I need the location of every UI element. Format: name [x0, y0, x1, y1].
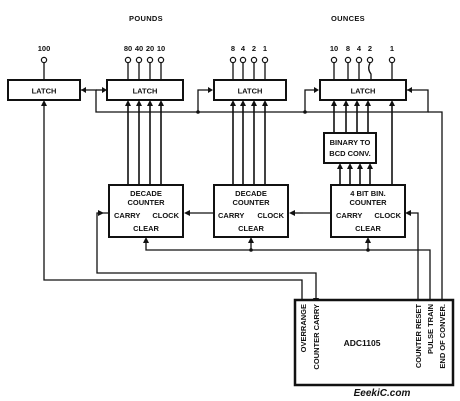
pulse-train-line — [405, 210, 419, 300]
adc1105-label: ADC1105 — [344, 338, 381, 348]
adc-pin-pulse-train: PULSE TRAIN — [426, 304, 435, 354]
output-label-20: 20 — [146, 44, 154, 53]
adc-pin-counter-carry: COUNTER CARRY — [312, 304, 321, 370]
watermark: EeekiC.com — [354, 388, 411, 399]
binary-to-bcd-line1: BINARY TO — [330, 138, 371, 147]
svg-text:CLOCK: CLOCK — [374, 211, 401, 220]
svg-text:CLEAR: CLEAR — [355, 224, 381, 233]
svg-text:CARRY: CARRY — [336, 211, 362, 220]
svg-text:COUNTER: COUNTER — [232, 198, 270, 207]
decade-counter-units: DECADE COUNTER CARRY CLOCK CLEAR — [213, 184, 289, 238]
output-label-2-lb: 2 — [252, 44, 256, 53]
output-label-4-oz: 4 — [357, 44, 362, 53]
end-of-conversion-line — [428, 111, 443, 300]
output-label-8-lb: 8 — [231, 44, 235, 53]
output-label-2-oz: 2 — [368, 44, 372, 53]
data-bus-lines — [125, 100, 395, 185]
latch-enable-line — [81, 87, 429, 114]
adc-pin-end-of-conversion: END OF CONVER. — [438, 304, 447, 369]
svg-text:CLEAR: CLEAR — [133, 224, 159, 233]
svg-text:CARRY: CARRY — [114, 211, 140, 220]
svg-text:COUNTER: COUNTER — [349, 198, 387, 207]
svg-text:COUNTER: COUNTER — [127, 198, 165, 207]
output-label-1-lb: 1 — [263, 44, 267, 53]
decade-counter-tens: DECADE COUNTER CARRY CLOCK CLEAR — [108, 184, 184, 238]
svg-text:CLOCK: CLOCK — [257, 211, 284, 220]
output-label-40: 40 — [135, 44, 143, 53]
output-label-80: 80 — [124, 44, 132, 53]
binary-to-bcd-line2: BCD CONV. — [329, 149, 370, 158]
output-label-4-lb: 4 — [241, 44, 246, 53]
adc-pin-overrange: OVERRANGE — [299, 304, 308, 352]
clear-line — [143, 237, 431, 300]
svg-text:CLEAR: CLEAR — [238, 224, 264, 233]
output-label-100: 100 — [38, 44, 51, 53]
latch-overrange-label: LATCH — [32, 87, 57, 96]
pounds-header: POUNDS — [129, 14, 163, 23]
adc1105-block — [293, 298, 455, 387]
output-label-10: 10 — [157, 44, 165, 53]
output-label-8-oz: 8 — [346, 44, 350, 53]
adc-pin-counter-reset: COUNTER RESET — [414, 304, 423, 369]
svg-text:CLOCK: CLOCK — [152, 211, 179, 220]
overrange-line — [41, 100, 303, 300]
four-bit-binary-counter: 4 BIT BIN. COUNTER CARRY CLOCK CLEAR — [330, 184, 406, 238]
latch-pounds-units-label: LATCH — [238, 87, 263, 96]
svg-text:DECADE: DECADE — [235, 189, 267, 198]
output-label-10-oz: 10 — [330, 44, 338, 53]
svg-text:4 BIT BIN.: 4 BIT BIN. — [350, 189, 385, 198]
binary-to-bcd-converter — [323, 132, 377, 164]
latch-pounds-units — [213, 79, 287, 101]
svg-text:DECADE: DECADE — [130, 189, 162, 198]
latch-pounds-tens-label: LATCH — [133, 87, 158, 96]
ounces-header: OUNCES — [331, 14, 365, 23]
output-label-1-oz: 1 — [390, 44, 394, 53]
output-terminals — [40, 56, 396, 80]
svg-text:CARRY: CARRY — [218, 211, 244, 220]
latch-ounces-label: LATCH — [351, 87, 376, 96]
